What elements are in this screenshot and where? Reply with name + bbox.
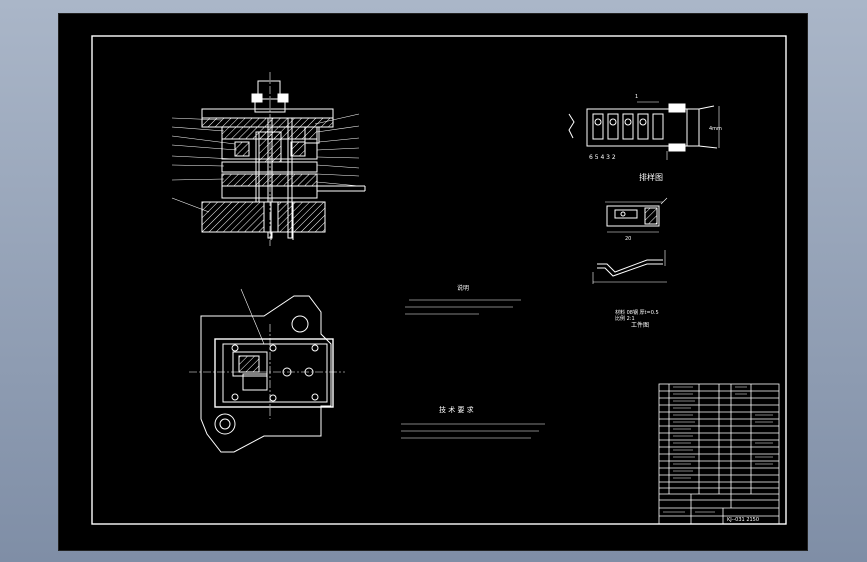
drawing-border	[91, 35, 787, 525]
drawing-number: KJ--031 2150	[727, 517, 759, 523]
workpiece-notes: 材料 08钢 厚t=0.5 比例 2:1	[615, 309, 659, 322]
title-block	[658, 383, 780, 525]
cad-drawing: 6 5 4 3 2 4mm 1 排样图 20 材料 08钢 厚t=0.5 比例 …	[91, 35, 787, 525]
strip-layout	[568, 101, 720, 160]
svg-text:6 5 4 3 2: 6 5 4 3 2	[589, 154, 616, 161]
svg-text:材料 08钢 厚t=0.5: 材料 08钢 厚t=0.5	[615, 309, 659, 316]
workpiece-dimension: 20	[625, 236, 631, 242]
workpiece-view	[605, 197, 668, 233]
cad-viewport[interactable]: 6 5 4 3 2 4mm 1 排样图 20 材料 08钢 厚t=0.5 比例 …	[58, 13, 808, 551]
tech-requirements-lines	[401, 423, 545, 439]
tech-requirements-title: 技 术 要 求	[439, 405, 474, 414]
svg-text:比例 2:1: 比例 2:1	[615, 315, 635, 322]
svg-text:说明: 说明	[457, 284, 469, 292]
workpiece-side-view	[592, 250, 667, 284]
workpiece-label: 工件图	[631, 321, 649, 329]
center-note: 说明	[405, 284, 521, 315]
strip-labels: 6 5 4 3 2 4mm 1	[589, 94, 722, 161]
strip-layout-label: 排样图	[639, 172, 663, 182]
svg-text:1: 1	[635, 94, 638, 100]
svg-text:4mm: 4mm	[709, 126, 722, 132]
die-plan-view	[189, 288, 345, 453]
title-block-text-marks	[663, 386, 773, 513]
die-section-view	[171, 72, 366, 246]
